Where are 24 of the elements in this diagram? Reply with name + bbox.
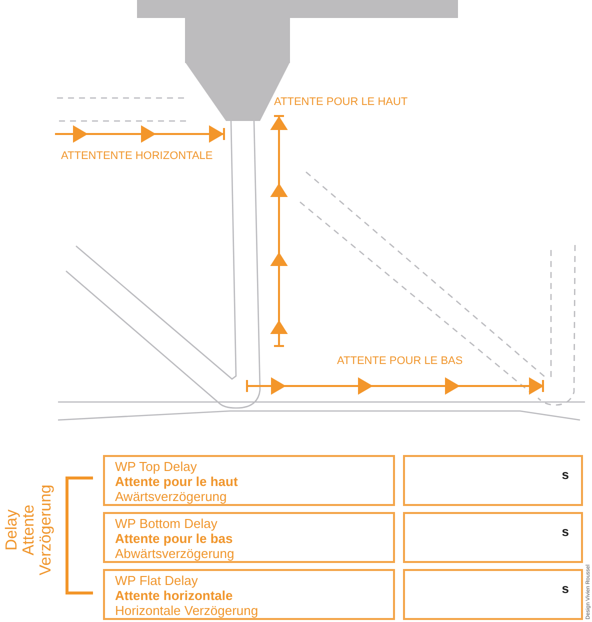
- unit-label: s: [562, 524, 570, 539]
- setting-name: WP Flat Delay: [115, 573, 199, 588]
- group-label: Attente: [20, 504, 38, 556]
- group-label: Delay: [2, 510, 21, 550]
- delay-label: ATTENTE POUR LE BAS: [337, 355, 463, 367]
- setting-name: Attente pour le haut: [115, 474, 239, 489]
- delay-setting-box: [103, 455, 395, 506]
- setting-name: Attente pour le bas: [115, 531, 234, 546]
- delay-setting-box: [103, 569, 395, 620]
- group-label: Verzögerung: [36, 484, 55, 576]
- setting-name: Awärtsverzögerung: [115, 489, 228, 504]
- unit-label: s: [562, 581, 570, 596]
- setting-name: WP Top Delay: [115, 459, 198, 474]
- unit-label: s: [562, 467, 570, 482]
- delay-label: ATTENTE POUR LE HAUT: [274, 96, 408, 108]
- setting-name: Horizontale Verzögerung: [115, 603, 260, 618]
- delay-label: ATTENTENTE HORIZONTALE: [61, 150, 213, 162]
- value-field: [403, 455, 583, 506]
- delay-setting-box: [103, 512, 395, 563]
- setting-name: Abwärtsverzögerung: [115, 546, 236, 561]
- setting-name: WP Bottom Delay: [115, 516, 218, 531]
- value-field: [403, 512, 583, 563]
- value-field: [403, 569, 583, 620]
- setting-name: Attente horizontale: [115, 588, 234, 603]
